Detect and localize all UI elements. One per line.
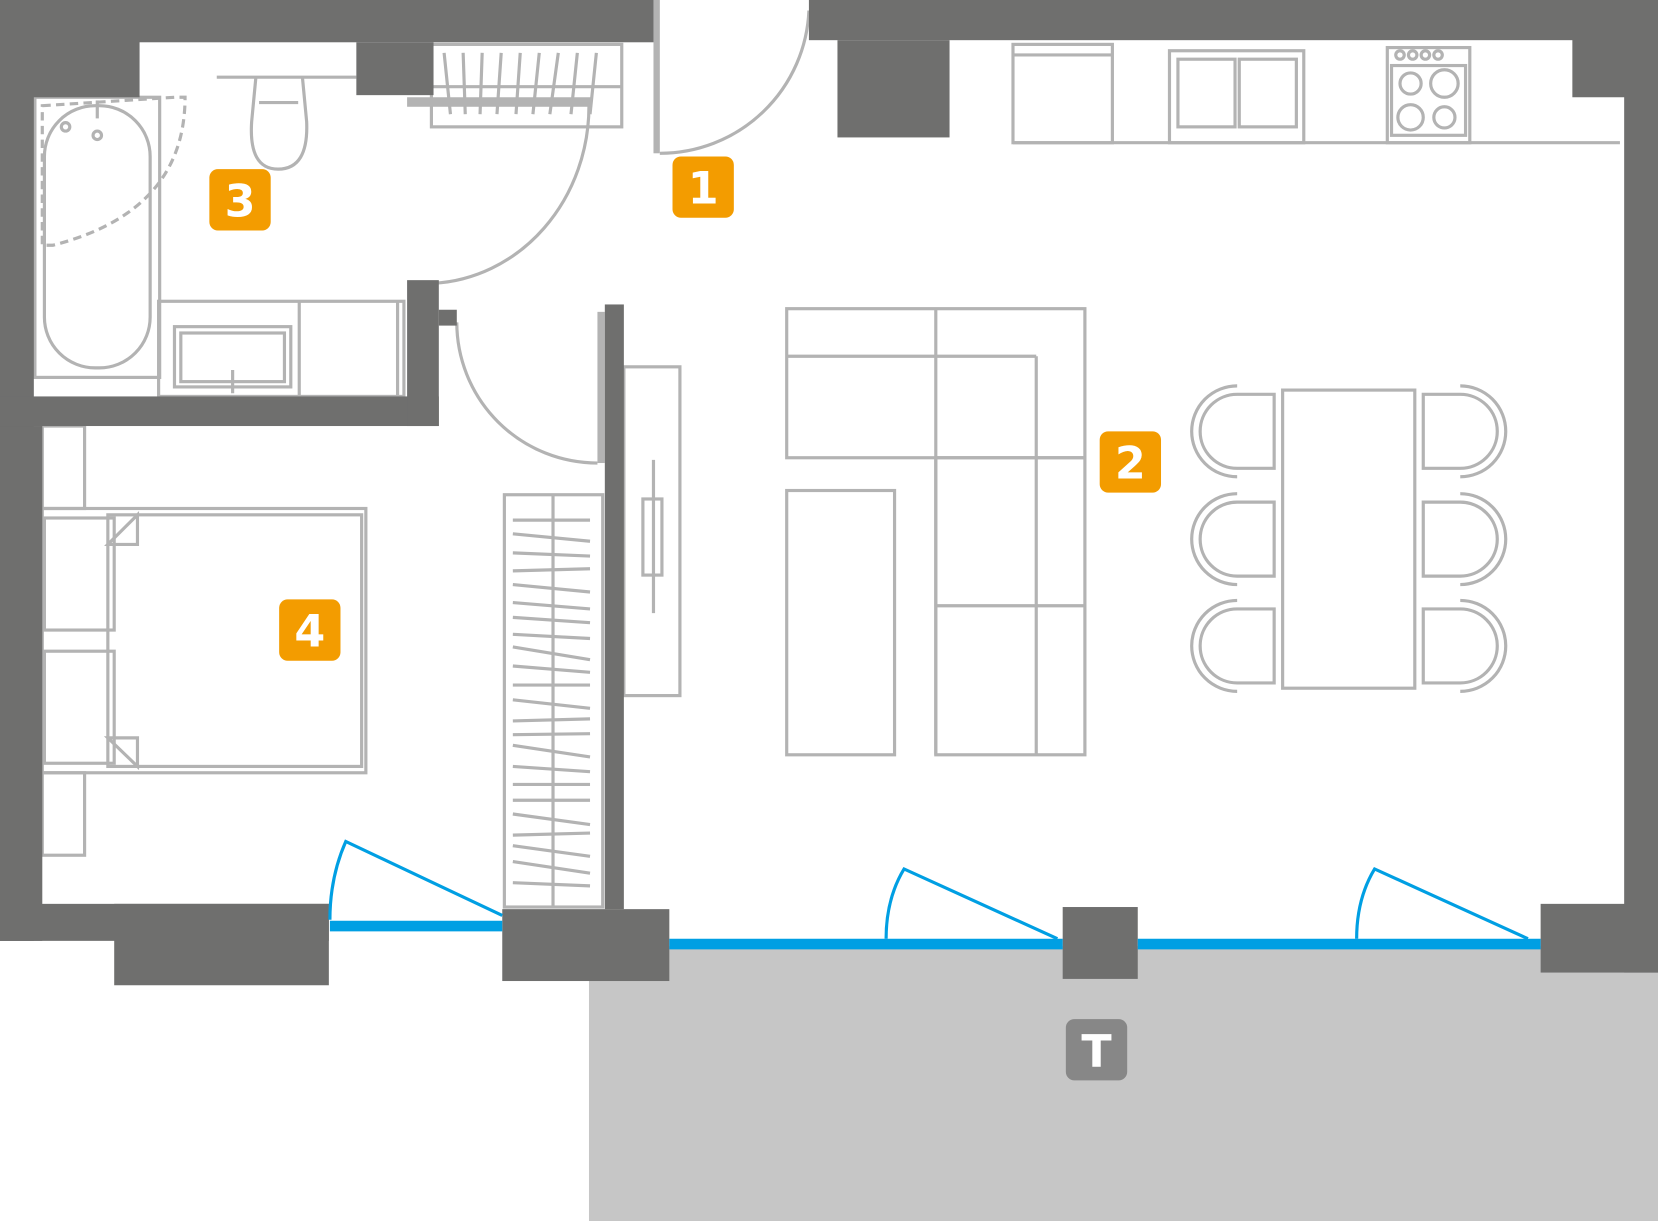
terrace-area	[588, 946, 1658, 1221]
toilet	[216, 75, 357, 171]
kitchen-counter	[1011, 42, 1620, 145]
walls	[0, 0, 1658, 986]
room-label-bathroom: 3	[225, 176, 256, 227]
doors	[407, 0, 811, 465]
towel-rack	[429, 42, 624, 129]
room-badge-terrace: T	[1065, 1019, 1128, 1081]
room-badge-1: 1	[672, 156, 734, 218]
sofa	[785, 307, 1087, 757]
washbasin	[157, 299, 406, 399]
wardrobe	[502, 493, 605, 909]
room-label-terrace: T	[1081, 1026, 1112, 1077]
windows	[328, 839, 1541, 950]
bathtub	[33, 95, 187, 379]
bedroom-door[interactable]	[597, 311, 605, 464]
room-badge-4: 4	[279, 599, 341, 661]
furniture	[33, 42, 1620, 909]
room-label-hall: 1	[688, 164, 719, 215]
bathroom-door[interactable]	[407, 97, 593, 107]
room-label-living: 2	[1115, 439, 1146, 490]
entrance-door[interactable]	[653, 0, 660, 154]
dining-table	[1190, 384, 1508, 693]
room-badge-3: 3	[209, 169, 271, 231]
room-badge-2: 2	[1099, 431, 1162, 493]
room-label-bedroom: 4	[294, 607, 325, 658]
tv-unit	[622, 365, 682, 698]
